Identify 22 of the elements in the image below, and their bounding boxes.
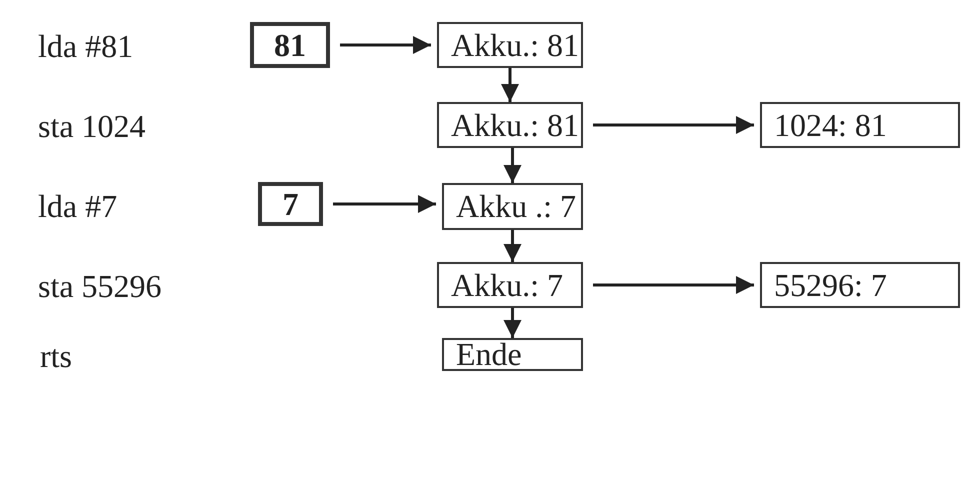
instruction-label: sta 55296 [38,268,162,305]
instruction-label: sta 1024 [38,108,146,145]
instruction-label: rts [40,338,72,375]
value-box: 55296: 7 [760,262,960,308]
value-box: 1024: 81 [760,102,960,148]
arrow [340,36,431,54]
arrow [333,195,436,213]
value-box: 81 [250,22,330,68]
value-box: 7 [258,182,323,226]
value-box: Akku.: 7 [437,262,583,308]
value-box: Ende [442,338,583,371]
arrow [593,276,754,294]
arrow [504,230,522,262]
value-box: Akku.: 81 [437,102,583,148]
arrow [501,68,519,102]
instruction-label: lda #7 [38,188,118,225]
value-box: Akku .: 7 [442,183,583,230]
instruction-label: lda #81 [38,28,134,65]
arrow [504,148,522,183]
arrow [504,308,522,338]
value-box: Akku.: 81 [437,22,583,68]
arrow [593,116,754,134]
